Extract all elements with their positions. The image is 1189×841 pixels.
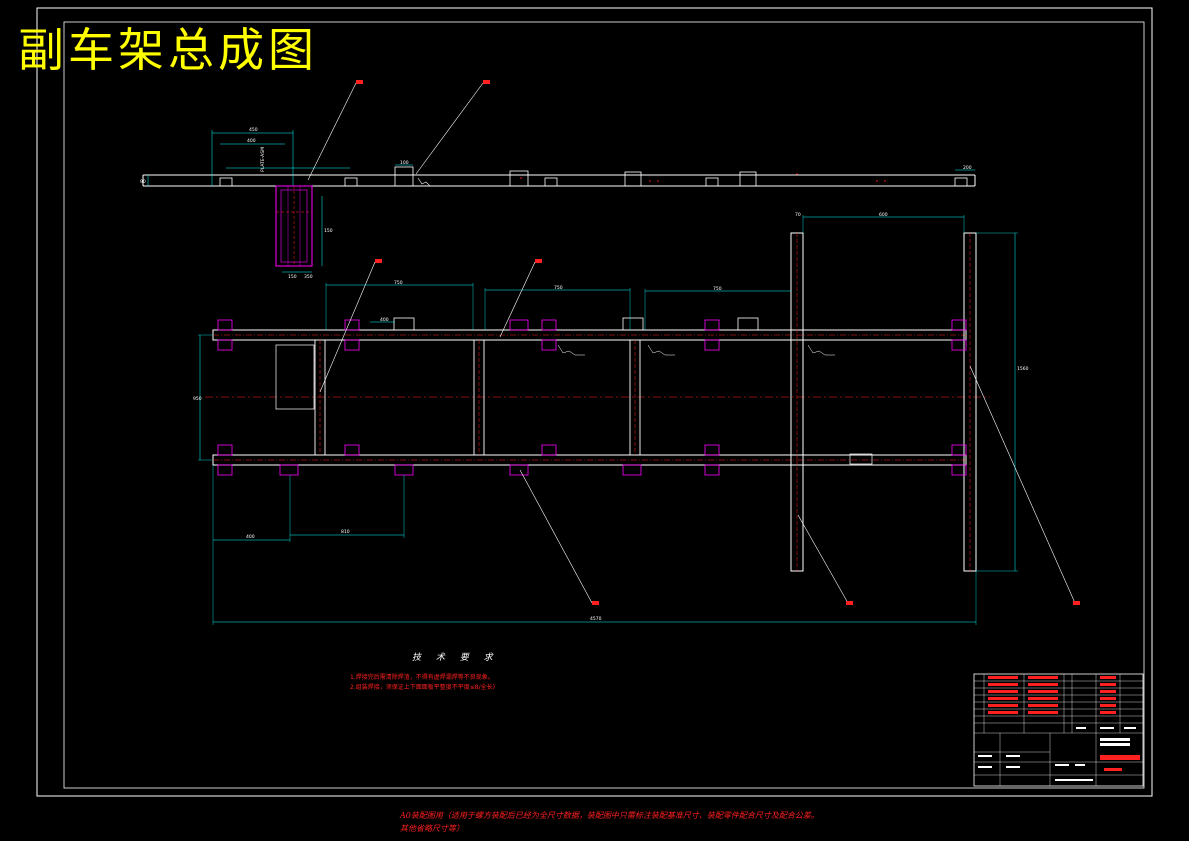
balloon-7 [1073,601,1080,605]
balloon-5 [592,601,599,605]
balloon-4 [535,259,542,263]
dim-span-2: 750 [554,285,563,291]
dim-top-mid-small: 100 [400,160,409,166]
title-block [973,673,1144,787]
dim-top-width-inner: 450 [249,127,258,133]
main-plan-view: 750 750 750 400 950 600 70 1560 400 810 [193,212,1029,625]
dim-top-right-small: 200 [963,165,972,171]
dim-bottom-1: 400 [246,534,255,540]
dim-bottom-2: 810 [341,529,350,535]
drawing-title: 副车架总成图 [18,23,318,77]
technical-requirements-title: 技 术 要 求 [412,653,499,663]
outer-border [36,7,1153,797]
dim-bracket-w2: 350 [304,274,313,280]
balloons [356,80,1080,605]
dim-gap-small: 400 [380,317,389,323]
dim-frame-height: 950 [193,396,202,402]
footer-line-1: A0装配图用（适用于螺方装配后已经为全尺寸数据，装配图中只需标注装配基准尺寸、装… [400,811,819,820]
dim-bracket-height: 150 [324,228,333,234]
note-1: 1.焊接完后需清除焊渣，不得有虚焊漏焊等不良现象。 [350,674,494,681]
dim-top-left-height: 90 [140,179,146,185]
svg-text:PLATE-ASM: PLATE-ASM [260,147,266,172]
balloon-1 [356,80,363,84]
balloon-6 [846,601,853,605]
note-2: 2.组装焊接，须保证上下面面板平整度不平度≤8/全长) [350,684,495,691]
dim-right-top-small: 70 [795,212,801,218]
dim-top-width-outer: 400 [247,138,256,144]
dim-right-height: 1560 [1017,366,1029,372]
dim-span-1: 750 [394,280,403,286]
balloon-3 [375,259,382,263]
dim-bracket-w1: 150 [288,274,297,280]
dim-right-width: 600 [879,212,888,218]
dim-total-length: 4570 [590,616,602,622]
inner-border [63,21,1145,789]
bracket-detail: 150 350 150 PLATE-ASM [260,147,333,280]
leaders [307,82,1076,604]
footer-line-2: 其他省略尺寸等） [400,824,464,833]
balloon-2 [483,80,490,84]
dim-span-3: 750 [713,286,722,292]
